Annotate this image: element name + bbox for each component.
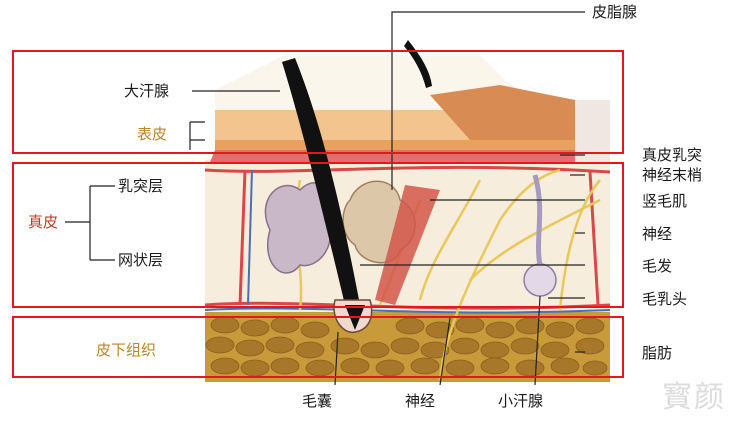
label-dermis: 真皮 [28,213,59,231]
epidermis-highlight-box [12,50,624,154]
label-nerve-right: 神经 [642,225,673,243]
fat-layer [205,312,610,382]
label-dermal-papilla: 真皮乳突 [642,146,703,164]
label-reticular-layer: 网状层 [118,251,164,269]
subcutaneous-highlight-box [12,316,624,378]
label-hair-papilla: 毛乳头 [642,290,688,308]
label-sebaceous-gland: 皮脂腺 [592,3,638,21]
label-papillary-layer: 乳突层 [118,177,164,195]
label-subcutaneous: 皮下组织 [96,341,157,359]
label-sweat-gland-small: 小汗腺 [498,392,544,410]
label-nerve-bottom: 神经 [405,392,436,410]
leader-lines [65,11,585,386]
dermis-highlight-box [12,162,624,308]
arrector-pili [375,185,440,305]
label-hair: 毛发 [642,257,673,275]
watermark: 寳颜 [662,380,726,415]
label-fat: 脂肪 [642,344,673,362]
label-sweat-gland-large: 大汗腺 [124,82,170,100]
label-nerve-endings: 神经末梢 [642,166,703,184]
label-hair-follicle: 毛囊 [302,392,333,410]
label-epidermis: 表皮 [137,125,168,143]
veins [204,169,611,314]
label-arrector-pili: 竖毛肌 [642,192,688,210]
epidermis-block [210,55,610,162]
